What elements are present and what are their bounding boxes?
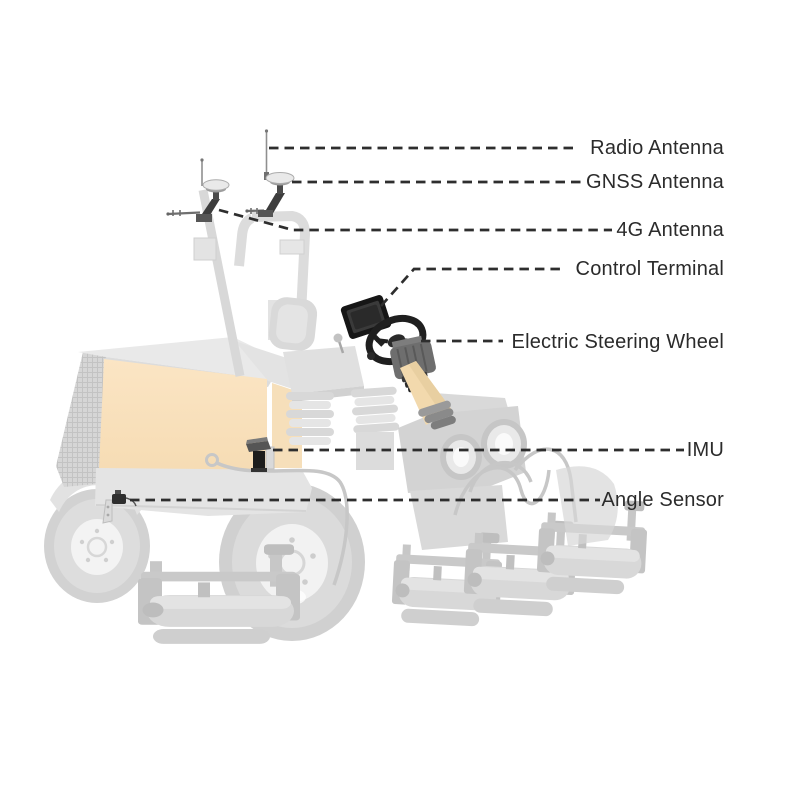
label-gnss-antenna: GNSS Antenna: [585, 171, 724, 193]
rear-wheel: [44, 489, 150, 603]
reel-mowers: [138, 466, 649, 644]
label-4g-antenna: 4G Antenna: [616, 219, 724, 241]
imu-device: [246, 437, 275, 472]
mower-ghost-body: [44, 189, 649, 644]
label-control-terminal: Control Terminal: [575, 258, 724, 280]
engine-compartment: [56, 337, 312, 516]
angle-sensor-device: [102, 490, 137, 524]
leader-lines: [130, 146, 684, 502]
label-angle-sensor: Angle Sensor: [601, 489, 724, 511]
electric-steering-wheel-device: [365, 314, 456, 430]
bellows: [286, 386, 400, 470]
label-radio-antenna: Radio Antenna: [590, 137, 724, 159]
left-antenna-assembly: [166, 158, 230, 222]
right-antenna-assembly: [245, 129, 295, 217]
label-imu: IMU: [686, 439, 724, 461]
leader-control-terminal: [379, 267, 565, 307]
label-electric-steering-wheel: Electric Steering Wheel: [511, 331, 724, 353]
